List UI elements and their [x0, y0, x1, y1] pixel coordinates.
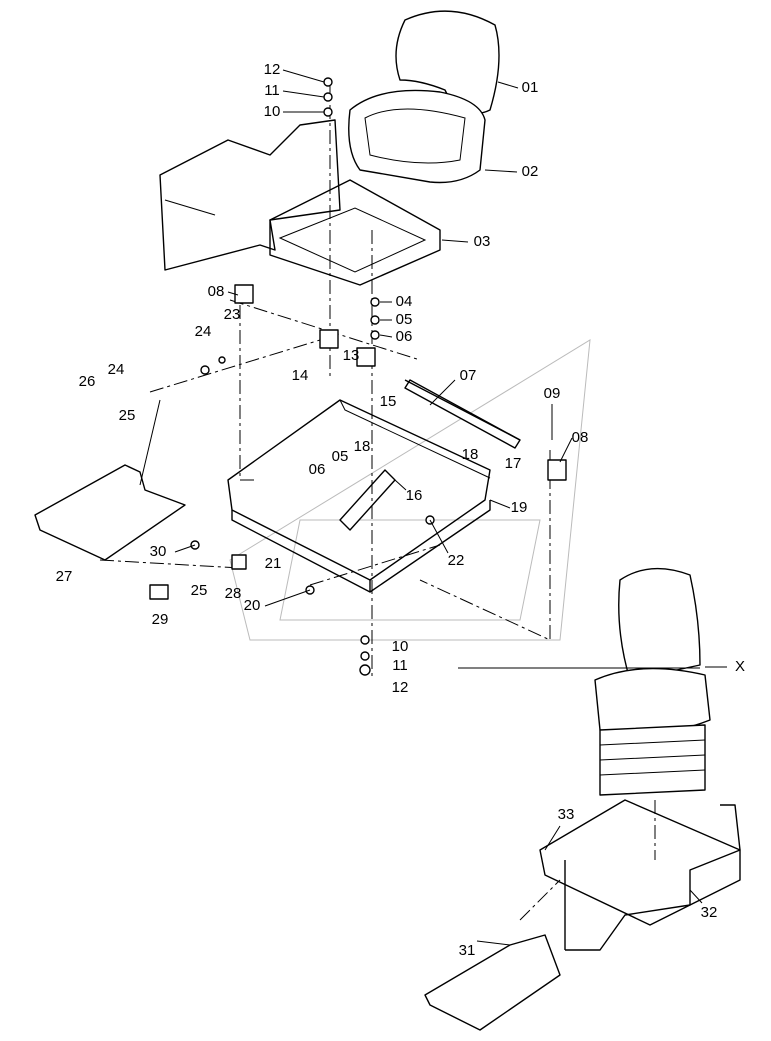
label-31: 31: [459, 942, 476, 959]
label-24: 24: [195, 323, 212, 340]
footrest-31: [424, 934, 561, 1031]
label-26: 26: [79, 373, 96, 390]
label-18: 18: [354, 438, 371, 455]
label-10: 10: [392, 638, 409, 655]
seat-01: [348, 10, 500, 184]
label-09: 09: [544, 385, 561, 402]
label-05: 05: [396, 311, 413, 328]
label-07: 07: [460, 367, 477, 384]
label-14: 14: [292, 367, 309, 384]
footrest-27: [34, 399, 186, 561]
label-24: 24: [108, 361, 125, 378]
label-08: 08: [572, 429, 589, 446]
label-25: 25: [119, 407, 136, 424]
label-06: 06: [396, 328, 413, 345]
label-22: 22: [448, 552, 465, 569]
label-03: 03: [474, 233, 491, 250]
label-21: 21: [265, 555, 282, 572]
label-15: 15: [380, 393, 397, 410]
label-25: 25: [191, 582, 208, 599]
label-08: 08: [208, 283, 225, 300]
part-labels: 12 11 10 01 02 03 08 04 05 06 24 23 24 2…: [56, 61, 745, 959]
label-06: 06: [309, 461, 326, 478]
label-33: 33: [558, 806, 575, 823]
label-17: 17: [505, 455, 522, 472]
label-30: 30: [150, 543, 167, 560]
label-11: 11: [264, 82, 280, 99]
label-13: 13: [343, 347, 360, 364]
label-16: 16: [406, 487, 423, 504]
label-12: 12: [264, 61, 281, 78]
label-29: 29: [152, 611, 169, 628]
label-01: 01: [522, 79, 539, 96]
label-32: 32: [701, 904, 718, 921]
label-18: 18: [462, 446, 479, 463]
label-02: 02: [522, 163, 539, 180]
label-x: X: [735, 658, 745, 675]
label-28: 28: [225, 585, 242, 602]
label-20: 20: [244, 597, 261, 614]
label-05: 05: [332, 448, 349, 465]
label-19: 19: [511, 499, 528, 516]
seat-frame-32: [539, 799, 741, 951]
leader-lines: [174, 69, 727, 946]
label-23: 23: [224, 306, 241, 323]
label-11: 11: [392, 657, 408, 674]
label-27: 27: [56, 568, 73, 585]
seat-x: [594, 567, 711, 796]
label-10: 10: [264, 103, 281, 120]
label-12: 12: [392, 679, 409, 696]
label-04: 04: [396, 293, 413, 310]
base-frame: [227, 379, 521, 593]
